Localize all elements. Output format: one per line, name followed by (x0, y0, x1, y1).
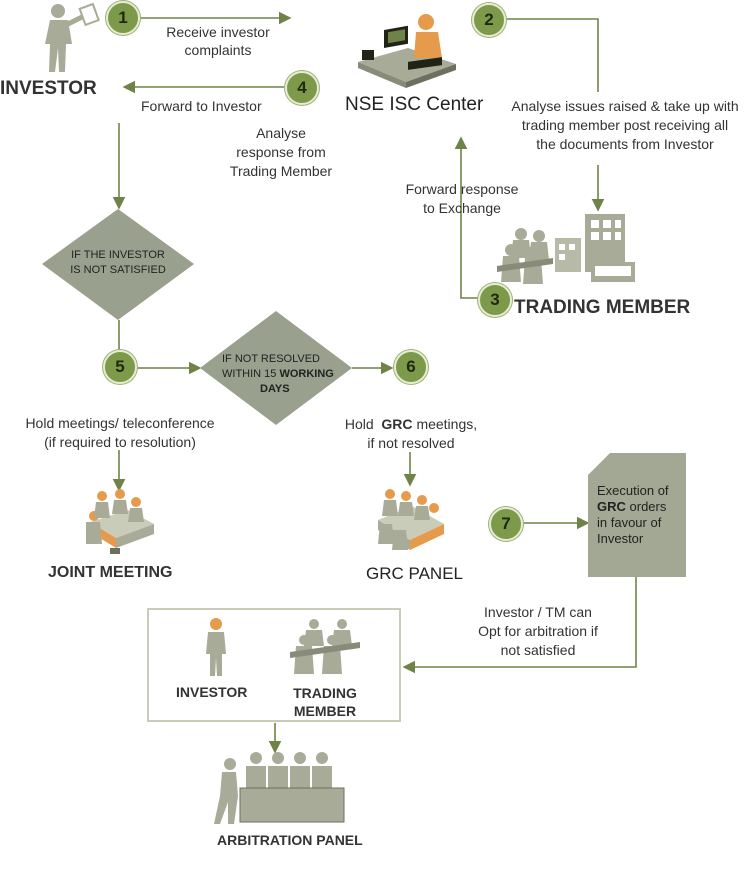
step-5-badge: 5 (103, 350, 137, 384)
investor-figure-icon (45, 2, 100, 72)
trading-member-office-icon (497, 214, 635, 284)
nse-desk-icon (358, 14, 456, 88)
arbitration-parties-box (147, 608, 401, 722)
step-7-badge: 7 (489, 507, 523, 541)
joint-meeting-icon (86, 489, 154, 554)
step-6-badge: 6 (394, 350, 428, 384)
forward-to-investor-label: Forward to Investor (141, 98, 262, 114)
hold-meetings-label: Hold meetings/ teleconference(if require… (25, 415, 215, 450)
execution-document-shape (588, 453, 686, 577)
arbitration-panel-icon (214, 752, 345, 824)
arbitration-panel-title: ARBITRATION PANEL (217, 832, 363, 848)
not-satisfied-decision-diamond (42, 209, 194, 320)
not-resolved-decision-text: IF NOT RESOLVED WITHIN 15 WORKING DAYS (222, 353, 334, 395)
grc-panel-icon (378, 489, 444, 550)
step-1-badge: 1 (106, 1, 140, 35)
step-3-badge: 3 (478, 283, 512, 317)
investor-title: INVESTOR (0, 78, 97, 99)
arbitration-investor-icon (206, 618, 226, 676)
nse-isc-center-title: NSE ISC Center (345, 94, 484, 115)
hold-grc-meetings-label: Hold GRC meetings, if not resolved (344, 416, 478, 451)
arbitration-trading-member-icon (290, 619, 360, 674)
arbitration-investor-label: INVESTOR (176, 684, 248, 700)
trading-member-title: TRADING MEMBER (514, 297, 691, 318)
execution-grc-orders-text: Execution of GRC orders in favour of Inv… (597, 483, 669, 546)
not-resolved-decision-diamond (200, 311, 352, 425)
grc-panel-title: GRC PANEL (366, 564, 463, 583)
step-4-badge: 4 (285, 71, 319, 105)
step-2-badge: 2 (472, 3, 506, 37)
joint-meeting-title: JOINT MEETING (48, 564, 173, 581)
